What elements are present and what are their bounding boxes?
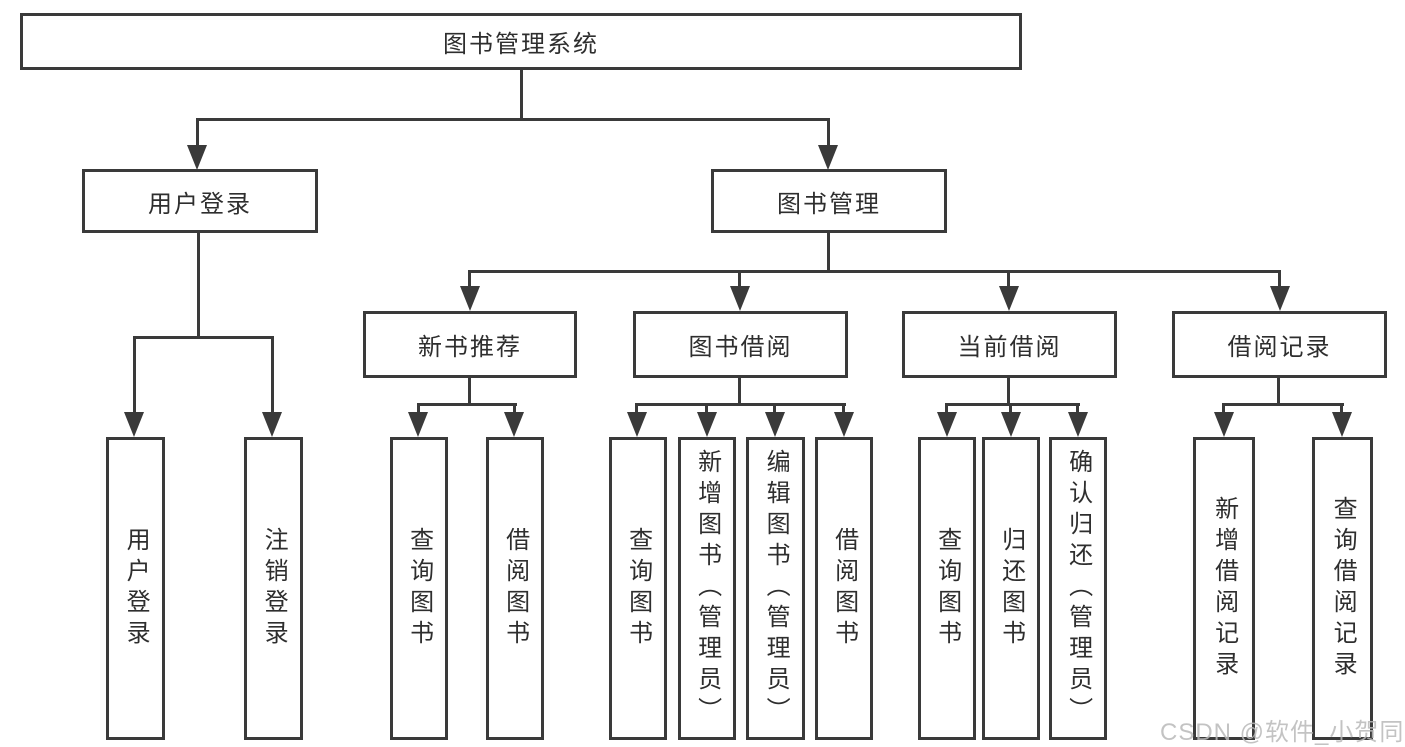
edge-line xyxy=(1222,403,1225,415)
node-new-book-recommend: 新书推荐 xyxy=(363,311,577,378)
leaf-node-edit-books-admin: 编辑图书（管理员） xyxy=(746,437,805,740)
edge-line xyxy=(635,403,638,415)
edge-line xyxy=(1222,403,1344,406)
arrow-down-icon xyxy=(187,145,207,170)
edge-line xyxy=(827,233,830,270)
edge-line xyxy=(827,118,830,148)
leaf-label: 查询图书 xyxy=(405,526,433,651)
leaf-node-add-books-admin: 新增图书（管理员） xyxy=(678,437,736,740)
edge-line xyxy=(133,336,274,339)
arrow-down-icon xyxy=(1001,412,1021,437)
leaf-node-add-borrow-record: 新增借阅记录 xyxy=(1193,437,1255,740)
leaf-node-query-books: 查询图书 xyxy=(609,437,667,740)
node-book-borrow-label: 图书借阅 xyxy=(688,334,793,361)
node-book-management: 图书管理 xyxy=(711,169,947,233)
arrow-down-icon xyxy=(408,412,428,437)
edge-line xyxy=(945,403,1080,406)
node-root-label: 图书管理系统 xyxy=(443,31,599,58)
edge-line xyxy=(271,336,274,415)
edge-line xyxy=(1007,378,1010,403)
edge-line xyxy=(133,336,136,415)
edge-line xyxy=(842,403,845,415)
leaf-node-confirm-return-admin: 确认归还（管理员） xyxy=(1049,437,1107,740)
node-book-borrow: 图书借阅 xyxy=(633,311,848,378)
edge-line xyxy=(1277,378,1280,403)
leaf-label: 用户登录 xyxy=(122,526,150,651)
edge-line xyxy=(1278,270,1281,290)
arrow-down-icon xyxy=(834,412,854,437)
arrow-down-icon xyxy=(999,286,1019,311)
edge-line xyxy=(635,403,846,406)
edge-line xyxy=(945,403,948,415)
leaf-node-query-borrow-record: 查询借阅记录 xyxy=(1312,437,1373,740)
edge-line xyxy=(417,403,517,406)
leaf-node-query-books: 查询图书 xyxy=(390,437,448,740)
edge-line xyxy=(468,270,471,290)
edge-line xyxy=(705,403,708,415)
leaf-label: 查询图书 xyxy=(624,526,652,651)
edge-line xyxy=(513,403,516,415)
node-new-book-recommend-label: 新书推荐 xyxy=(418,334,522,361)
edge-line xyxy=(469,270,1281,273)
arrow-down-icon xyxy=(460,286,480,311)
leaf-label: 归还图书 xyxy=(997,526,1025,651)
arrow-down-icon xyxy=(818,145,838,170)
node-borrow-records: 借阅记录 xyxy=(1172,311,1387,378)
leaf-label: 借阅图书 xyxy=(830,526,858,651)
edge-line xyxy=(773,403,776,415)
arrow-down-icon xyxy=(627,412,647,437)
arrow-down-icon xyxy=(697,412,717,437)
leaf-label: 确认归还（管理员） xyxy=(1064,449,1092,728)
node-user-login: 用户登录 xyxy=(82,169,318,233)
edge-line xyxy=(1007,270,1010,290)
leaf-label: 编辑图书（管理员） xyxy=(762,449,790,728)
node-root: 图书管理系统 xyxy=(20,13,1022,70)
leaf-node-borrow-books: 借阅图书 xyxy=(486,437,544,740)
edge-line xyxy=(196,118,199,148)
node-book-management-label: 图书管理 xyxy=(777,190,881,218)
leaf-node-borrow-books: 借阅图书 xyxy=(815,437,873,740)
arrow-down-icon xyxy=(937,412,957,437)
leaf-label: 借阅图书 xyxy=(501,526,529,651)
leaf-node-logout: 注销登录 xyxy=(244,437,303,740)
edge-line xyxy=(417,403,420,415)
node-user-login-label: 用户登录 xyxy=(148,190,252,218)
edge-line xyxy=(738,270,741,290)
leaf-label: 注销登录 xyxy=(260,526,288,651)
watermark: CSDN @软件_小贺同学 xyxy=(1160,719,1405,746)
arrow-down-icon xyxy=(1068,412,1088,437)
node-borrow-records-label: 借阅记录 xyxy=(1227,334,1332,361)
arrow-down-icon xyxy=(504,412,524,437)
edge-line xyxy=(197,233,200,336)
node-current-borrow: 当前借阅 xyxy=(902,311,1117,378)
node-current-borrow-label: 当前借阅 xyxy=(957,334,1062,361)
leaf-label: 查询图书 xyxy=(933,526,961,651)
leaf-node-user-login: 用户登录 xyxy=(106,437,165,740)
arrow-down-icon xyxy=(262,412,282,437)
edge-line xyxy=(1076,403,1079,415)
arrow-down-icon xyxy=(765,412,785,437)
arrow-down-icon xyxy=(1332,412,1352,437)
leaf-label: 查询借阅记录 xyxy=(1329,495,1357,682)
arrow-down-icon xyxy=(730,286,750,311)
arrow-down-icon xyxy=(1270,286,1290,311)
edge-line xyxy=(738,378,741,403)
edge-line xyxy=(520,70,523,118)
leaf-label: 新增借阅记录 xyxy=(1210,495,1238,682)
edge-line xyxy=(196,118,830,121)
leaf-label: 新增图书（管理员） xyxy=(693,449,721,728)
leaf-node-query-books: 查询图书 xyxy=(918,437,976,740)
edge-line xyxy=(1340,403,1343,415)
edge-line xyxy=(468,378,471,403)
arrow-down-icon xyxy=(1214,412,1234,437)
edge-line xyxy=(1009,403,1012,415)
leaf-node-return-books: 归还图书 xyxy=(982,437,1040,740)
arrow-down-icon xyxy=(124,412,144,437)
